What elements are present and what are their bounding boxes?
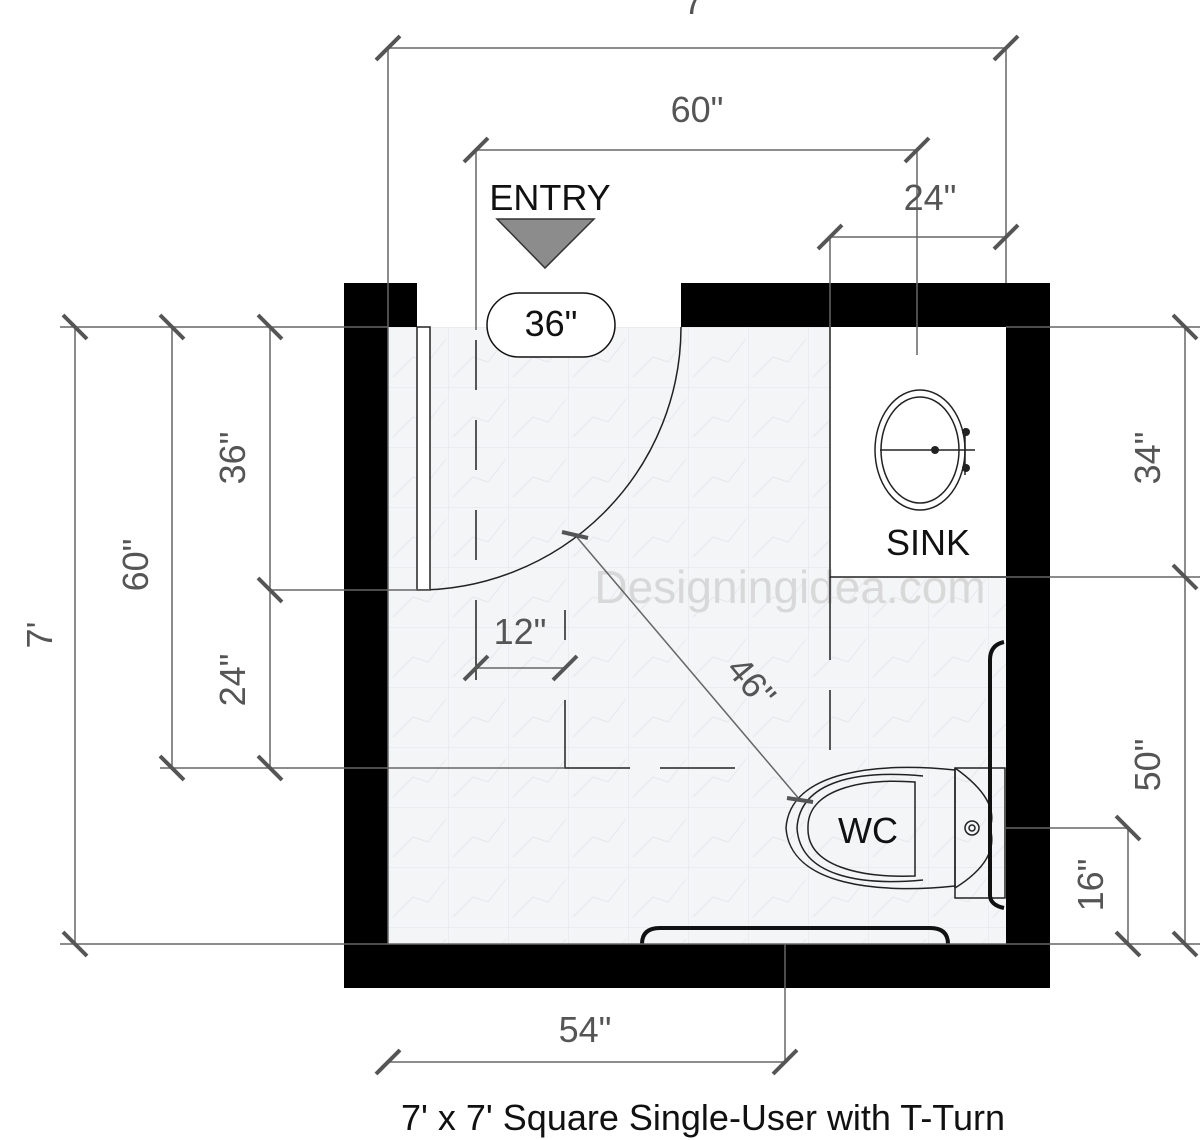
wc-label: WC xyxy=(838,810,898,851)
sink-label: SINK xyxy=(886,522,970,563)
door-width-label: 36" xyxy=(525,303,578,344)
watermark: Designingidea.com xyxy=(594,561,985,613)
walls xyxy=(344,283,1050,988)
sink-icon xyxy=(874,389,975,511)
side-grab-bar xyxy=(988,640,1005,910)
entry-label: ENTRY xyxy=(489,177,610,218)
dimension-lines xyxy=(60,34,1200,1076)
sink-alcove xyxy=(830,327,1006,577)
dim-left-36: 36" xyxy=(212,432,253,485)
entry-arrow-icon xyxy=(495,218,596,270)
dim-left-overall: 7' xyxy=(19,622,60,649)
dim-top-overall: 7' xyxy=(684,0,711,22)
dim-right-16: 16" xyxy=(1070,859,1111,912)
dim-left-60: 60" xyxy=(115,539,156,592)
dim-right-34: 34" xyxy=(1127,432,1168,485)
dim-top-60: 60" xyxy=(671,89,724,130)
dim-top-24: 24" xyxy=(904,177,957,218)
dim-right-50: 50" xyxy=(1127,739,1168,792)
dim-inner-12: 12" xyxy=(494,611,547,652)
dim-bottom-54: 54" xyxy=(559,1009,612,1050)
dim-left-24: 24" xyxy=(212,654,253,707)
entry-door xyxy=(416,326,682,591)
door-width-badge xyxy=(486,292,616,358)
rear-grab-bar xyxy=(640,926,950,945)
caption: 7' x 7' Square Single-User with T-Turn xyxy=(401,1097,1005,1138)
